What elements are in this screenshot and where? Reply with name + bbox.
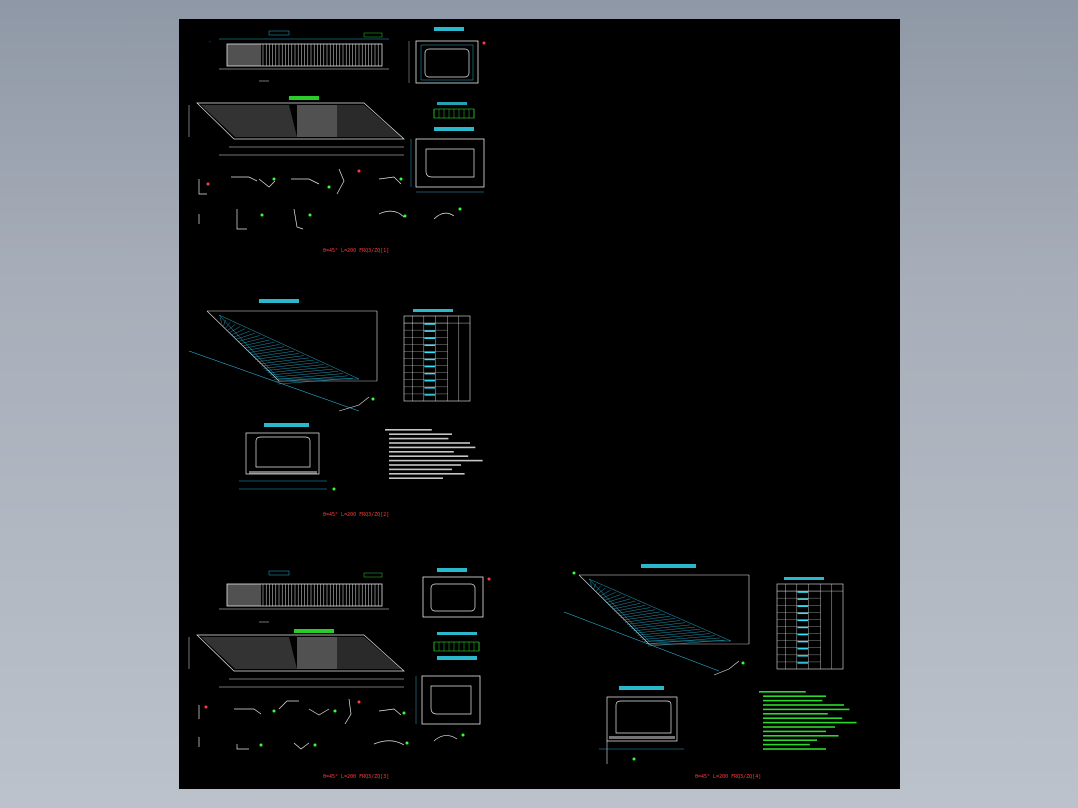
sheet1-plan: [188, 96, 405, 156]
sheet-2: θ=45° L=200 FRQ3/ZQ[2]: [188, 299, 483, 518]
drawing-sheet-svg: ◦: [188, 27, 857, 780]
sheet3-plan: [188, 629, 405, 688]
sheet3-table: [433, 632, 480, 660]
sheet2-section: [239, 423, 336, 491]
svg-text:◦: ◦: [209, 39, 211, 44]
sheet-3: θ=45° L=200 FRQ3/ZQ[3]: [188, 568, 491, 780]
sheet2-skew-plan: [188, 299, 378, 412]
sheet4-section: [599, 686, 684, 764]
sheet1-cross-section: [408, 27, 486, 84]
sheet3-rebar-details: [198, 698, 465, 750]
sheet1-rebar-details: [198, 168, 462, 230]
sheet4-skew-plan: [563, 564, 750, 676]
sheet4-caption: θ=45° L=200 FRQ3/ZQ[4]: [695, 774, 761, 780]
sheet3-elevation: [219, 570, 389, 623]
sheet1-section-b: [410, 138, 485, 193]
sheet2-table: [403, 309, 471, 402]
sheet3-section-b: [415, 675, 481, 725]
sheet4-table: [776, 577, 844, 670]
sheet-4: θ=45° L=200 FRQ3/ZQ[4]: [563, 564, 857, 780]
sheet1-caption: θ=45° L=200 FRQ3/ZQ[1]: [323, 248, 389, 254]
sheet4-notes: [759, 691, 857, 750]
sheet3-cross-section: [422, 568, 491, 618]
sheet-1: ◦: [188, 27, 486, 254]
sheet1-elevation: ◦: [209, 30, 389, 82]
sheet2-caption: θ=45° L=200 FRQ3/ZQ[2]: [323, 512, 389, 518]
sheet3-caption: θ=45° L=200 FRQ3/ZQ[3]: [323, 774, 389, 780]
sheet2-notes: [385, 429, 483, 479]
sheet1-table: [433, 102, 475, 131]
drawing-canvas[interactable]: ◦: [179, 19, 900, 789]
